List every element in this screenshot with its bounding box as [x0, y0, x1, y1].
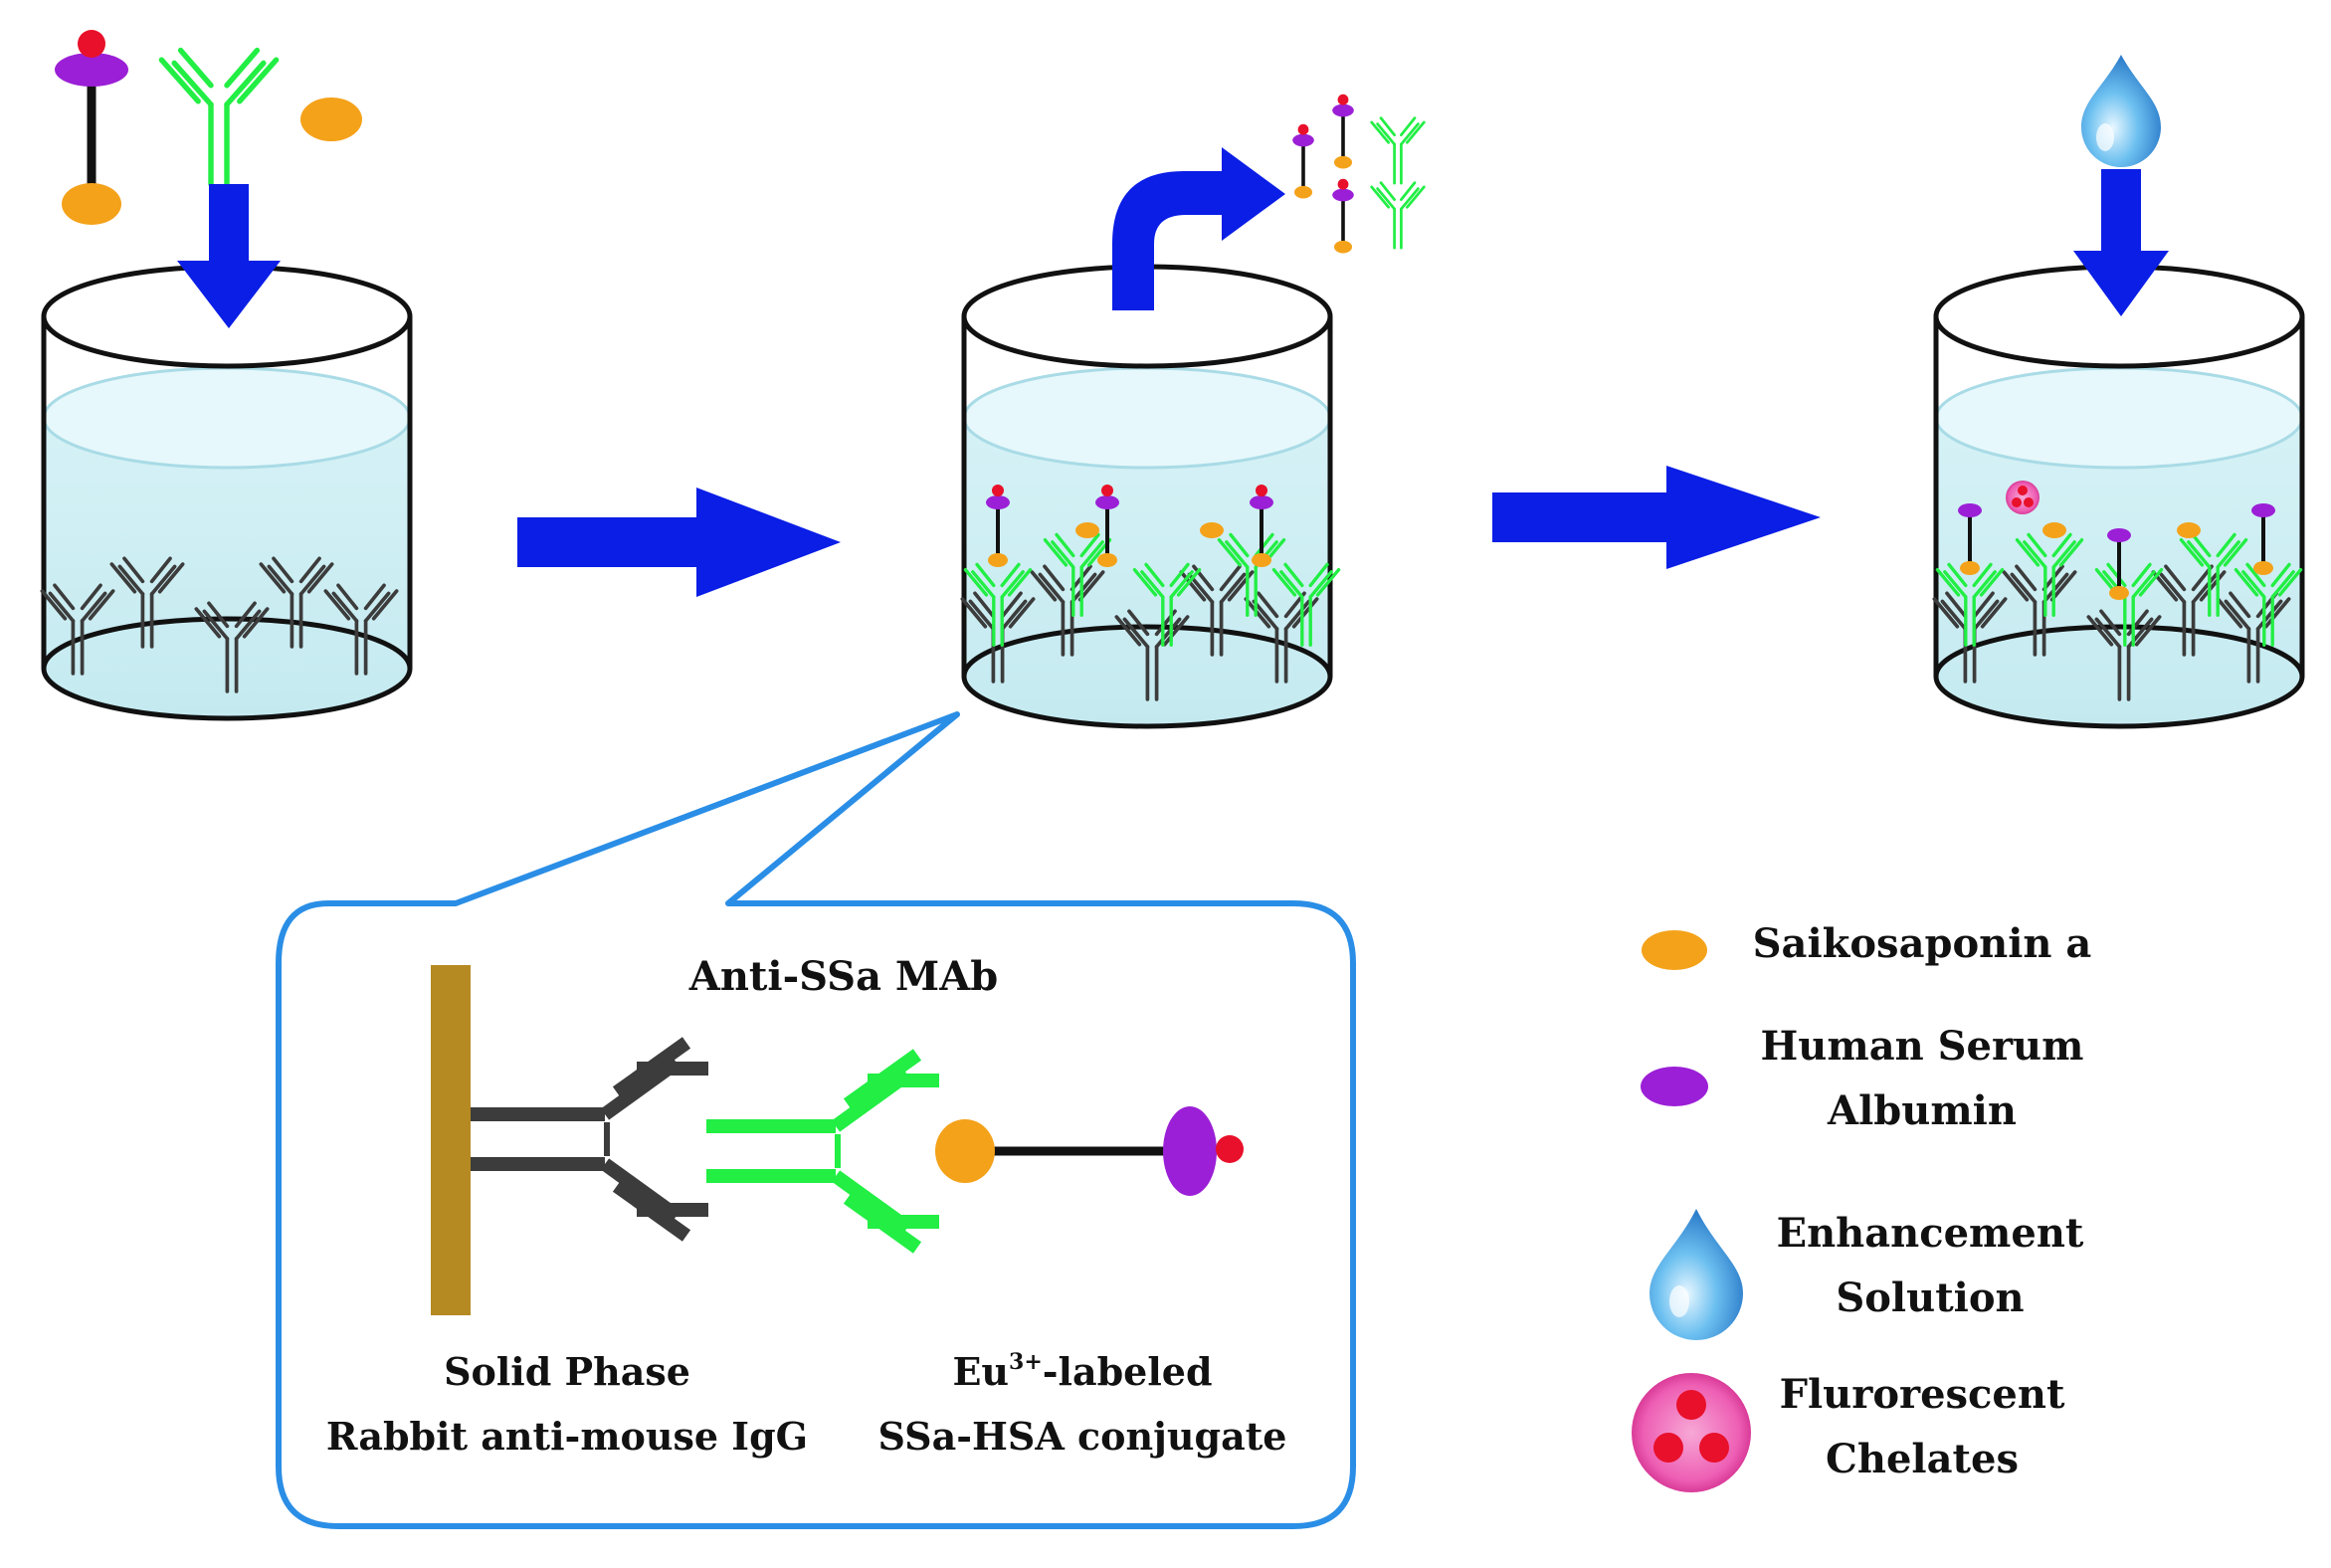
bound-mab-icon [1132, 562, 1202, 647]
legend-saikosaponin-label: Saikosaponin a [1753, 920, 2092, 967]
washed-conjugate-icon [1332, 178, 1354, 254]
capture-antibody-icon [1244, 591, 1319, 684]
washed-conjugate-icon [1292, 123, 1314, 199]
capture-antibody-icon [109, 556, 185, 649]
zoom-title: Anti-SSa MAb [688, 953, 998, 1000]
down-arrow-3 [2073, 169, 2169, 316]
conjugate-after-icon [1958, 503, 1982, 575]
conjugate-after-icon [2251, 503, 2275, 575]
legend: Saikosaponin a Human Serum Albumin Enhan… [1632, 920, 2091, 1492]
reagent-mab-icon [158, 47, 280, 187]
bound-saikosaponin-icon [2177, 522, 2201, 538]
legend-chelates-label-1: Flurorescent [1780, 1371, 2065, 1418]
beaker-2 [960, 264, 1341, 729]
bound-mab-icon [2234, 562, 2303, 647]
legend-hsa-label-1: Human Serum [1761, 1023, 2084, 1070]
legend-hsa-icon [1641, 1067, 1708, 1106]
bound-mab-icon [963, 562, 1033, 647]
capture-antibody-icon [2216, 591, 2291, 684]
right-arrow-1 [517, 488, 841, 597]
released-chelate-icon [2006, 481, 2040, 514]
zoom-hsa-icon [1163, 1106, 1217, 1196]
enhancement-drop-icon [2081, 55, 2161, 167]
legend-drop-icon [1650, 1209, 1743, 1340]
capture-antibody-icon [259, 556, 334, 649]
legend-enhancement-label-1: Enhancement [1777, 1210, 2084, 1257]
right-arrow-2 [1492, 466, 1821, 569]
solid-phase-label: Solid Phase [444, 1349, 690, 1394]
washed-mab-icon [1370, 181, 1426, 250]
bound-mab-icon [1935, 562, 2005, 647]
capture-antibody-icon [40, 583, 115, 676]
capture-antibody-icon [2086, 609, 2162, 701]
legend-saikosaponin-icon [1642, 930, 1707, 970]
eu-labeled-label: Eu3+-labeled [952, 1349, 1212, 1394]
legend-chelate-icon [1632, 1373, 1751, 1492]
bound-saikosaponin-icon [2042, 522, 2066, 538]
solid-phase-bar [431, 965, 471, 1315]
capture-antibody-icon [194, 601, 270, 693]
anti-ssa-mab-icon [706, 1049, 939, 1254]
reagent-conjugate-icon [55, 30, 128, 225]
reagent-saikosaponin-icon [300, 98, 362, 141]
capture-antibody-icon [2002, 564, 2077, 657]
bound-mab-icon [1271, 562, 1341, 647]
zoom-eu-label-icon [1216, 1135, 1244, 1163]
conjugate-label: SSa-HSA conjugate [878, 1414, 1287, 1459]
legend-hsa-label-2: Albumin [1827, 1087, 2017, 1134]
capture-antibody-icon [471, 1037, 708, 1242]
washed-mab-icon [1370, 116, 1426, 185]
bound-conjugate-icon [1095, 485, 1119, 567]
washed-away-items [1292, 94, 1426, 254]
bound-saikosaponin-icon [1200, 522, 1224, 538]
capture-antibody-icon [323, 583, 399, 676]
legend-enhancement-label-2: Solution [1836, 1274, 2024, 1321]
legend-chelates-label-2: Chelates [1826, 1436, 2019, 1482]
conjugate-after-icon [2107, 528, 2131, 600]
beaker-3 [1932, 264, 2305, 729]
wash-arrow [1112, 147, 1285, 310]
rabbit-igg-label: Rabbit anti-mouse IgG [326, 1414, 808, 1459]
bound-mab-icon [2015, 532, 2084, 617]
washed-conjugate-icon [1332, 94, 1354, 169]
zoom-saikosaponin-icon [935, 1119, 995, 1183]
bound-conjugate-icon [986, 485, 1010, 567]
bound-conjugate-icon [1250, 485, 1273, 567]
bound-mab-icon [2179, 532, 2248, 617]
bound-saikosaponin-icon [1075, 522, 1099, 538]
beaker-1 [40, 264, 413, 721]
eu-labeled-conjugate-icon [935, 1106, 1244, 1196]
down-arrow-1 [177, 184, 281, 328]
